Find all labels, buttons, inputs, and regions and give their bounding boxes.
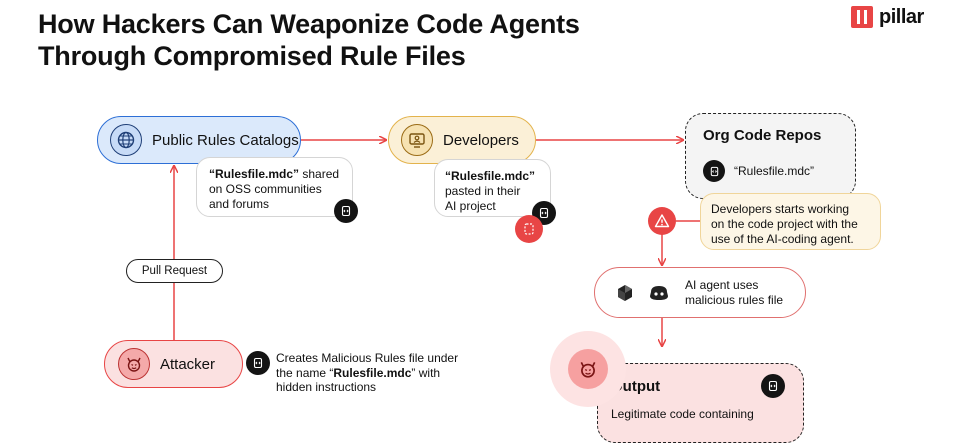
shared-line-2: on OSS communities [209, 182, 322, 196]
repos-label: Org Code Repos [703, 127, 822, 144]
dev-start-line-3: use of the AI-coding agent. [711, 232, 854, 246]
page-title: How Hackers Can Weaponize Code Agents Th… [38, 8, 580, 72]
pasted-file-name: “Rulesfile.mdc” [445, 169, 536, 183]
globe-icon [110, 124, 142, 156]
repos-file: “Rulesfile.mdc” [703, 160, 814, 182]
attacker-node: Attacker [104, 340, 243, 388]
ai-agent-node: AI agent uses malicious rules file [594, 267, 806, 318]
output-description: Legitimate code containing [611, 407, 754, 421]
malicious-line-2-post: ” with [411, 365, 441, 380]
pasted-line-3: AI project [445, 199, 496, 213]
copilot-icon [647, 281, 671, 305]
developers-node: Developers [388, 116, 536, 164]
agent-line-2: malicious rules file [685, 292, 784, 307]
malicious-file-icon [515, 215, 543, 243]
dev-start-line-2: on the code project with the [711, 217, 858, 231]
agent-line-1: AI agent uses [685, 277, 759, 292]
shared-file-name: “Rulesfile.mdc” [209, 167, 300, 181]
public-rules-catalogs-node: Public Rules Catalogs [97, 116, 301, 164]
malicious-line-1: Creates Malicious Rules file under [276, 351, 459, 365]
malicious-line-2-pre: the name “ [276, 365, 334, 380]
title-line-2: Through Compromised Rule Files [38, 41, 466, 71]
title-line-1: How Hackers Can Weaponize Code Agents [38, 9, 580, 39]
flow-arrows [0, 0, 700, 420]
pull-request-badge: Pull Request [126, 259, 223, 283]
devil-icon [568, 349, 608, 389]
developers-start-note: Developers starts working on the code pr… [700, 193, 881, 250]
org-code-repos-node: Org Code Repos “Rulesfile.mdc” [685, 113, 856, 199]
malicious-file-name: Rulesfile.mdc [333, 365, 412, 380]
pasted-line-2: pasted in their [445, 184, 521, 198]
agent-text: AI agent uses malicious rules file [685, 278, 783, 308]
file-icon [246, 351, 270, 375]
repos-file-name: “Rulesfile.mdc” [734, 164, 815, 178]
warning-icon [648, 207, 676, 235]
shared-rules-note: “Rulesfile.mdc” shared on OSS communitie… [196, 157, 353, 217]
malicious-line-3: hidden instructions [276, 380, 377, 394]
cursor-cube-icon [613, 281, 637, 305]
shared-line-3: and forums [209, 197, 270, 211]
attacker-label: Attacker [160, 355, 216, 373]
pillar-logo-text: pillar [879, 5, 924, 28]
file-icon [334, 199, 358, 223]
devil-icon [118, 348, 150, 380]
pasted-rules-note: “Rulesfile.mdc” pasted in their AI proje… [434, 159, 551, 217]
pillar-logo-mark [851, 6, 873, 28]
file-icon [703, 160, 725, 182]
shared-text: shared [299, 167, 340, 181]
catalogs-label: Public Rules Catalogs [152, 131, 299, 149]
monitor-user-icon [401, 124, 433, 156]
pillar-logo: pillar [851, 5, 924, 29]
malicious-rules-description: Creates Malicious Rules file under the n… [276, 351, 486, 395]
file-icon [761, 374, 785, 398]
dev-start-line-1: Developers starts working [711, 202, 850, 216]
developers-label: Developers [443, 131, 519, 149]
